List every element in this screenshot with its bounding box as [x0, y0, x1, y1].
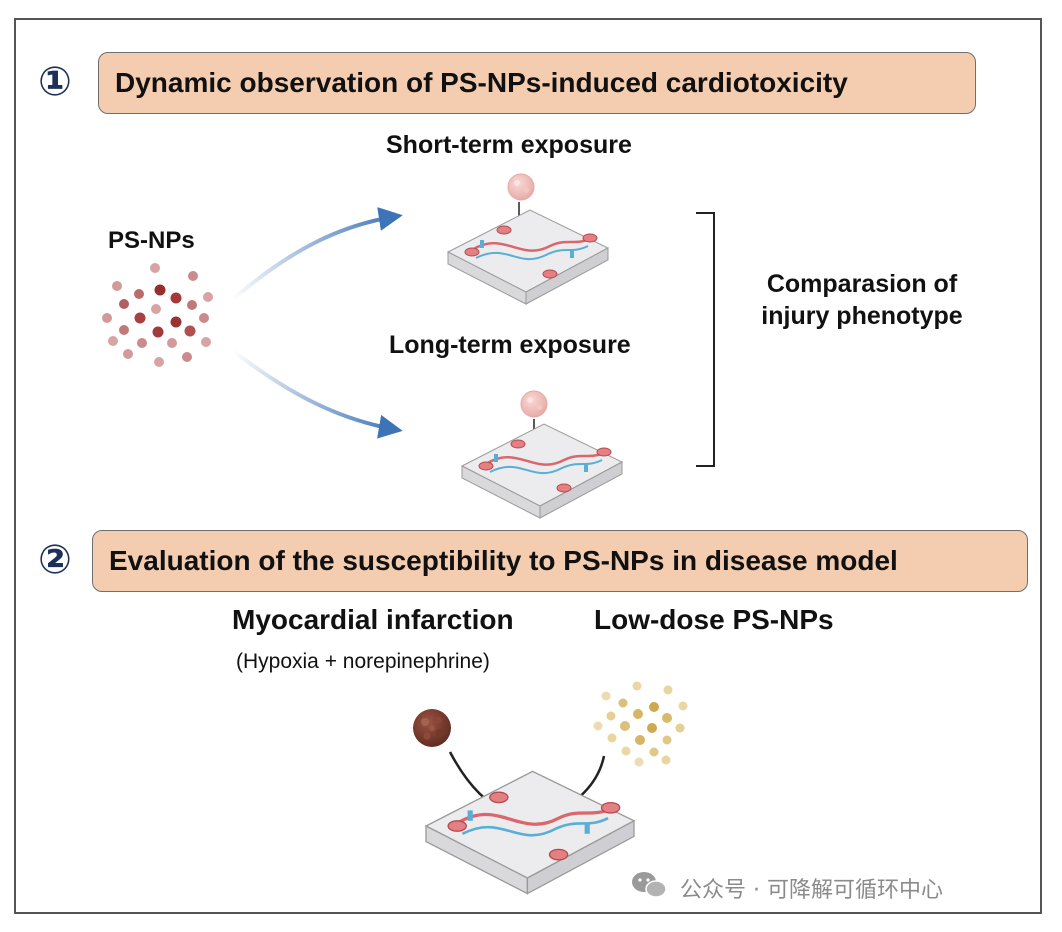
disease-label: Myocardial infarction — [232, 604, 514, 635]
long-term-label: Long-term exposure — [389, 331, 631, 359]
watermark: 公众号 · 可降解可循环中心 — [680, 872, 943, 904]
disease-sublabel: (Hypoxia + norepinephrine) — [236, 650, 490, 673]
section-1-title: Dynamic observation of PS-NPs-induced ca… — [115, 67, 848, 98]
short-term-chip — [446, 208, 610, 306]
low-dose-particle-cluster — [593, 681, 688, 767]
infarct-tissue — [413, 709, 451, 747]
long-term-organoid — [520, 390, 548, 418]
section-1-title-banner: Dynamic observation of PS-NPs-induced ca… — [98, 52, 976, 114]
section-1-number: ① — [38, 59, 72, 105]
section-2-number: ② — [38, 537, 72, 583]
wechat-icon — [632, 872, 667, 898]
watermark-text: 公众号 · 可降解可循环中心 — [680, 878, 943, 903]
arrow-to-long-term — [230, 348, 403, 439]
arrow-to-short-term — [230, 207, 403, 302]
figure-frame — [14, 18, 1042, 914]
low-dose-label: Low-dose PS-NPs — [594, 604, 834, 635]
ps-nps-particle-cluster — [102, 263, 213, 367]
comparison-label: Comparasion of injury phenotype — [761, 270, 963, 330]
ps-nps-label: PS-NPs — [108, 227, 195, 254]
section-2-title-banner: Evaluation of the susceptibility to PS-N… — [92, 530, 1028, 592]
disease-model-chip — [424, 769, 636, 896]
section-2-title: Evaluation of the susceptibility to PS-N… — [109, 545, 898, 576]
short-term-organoid — [507, 173, 535, 201]
comparison-bracket — [696, 212, 715, 467]
long-term-chip — [460, 422, 624, 520]
short-term-label: Short-term exposure — [386, 131, 632, 159]
